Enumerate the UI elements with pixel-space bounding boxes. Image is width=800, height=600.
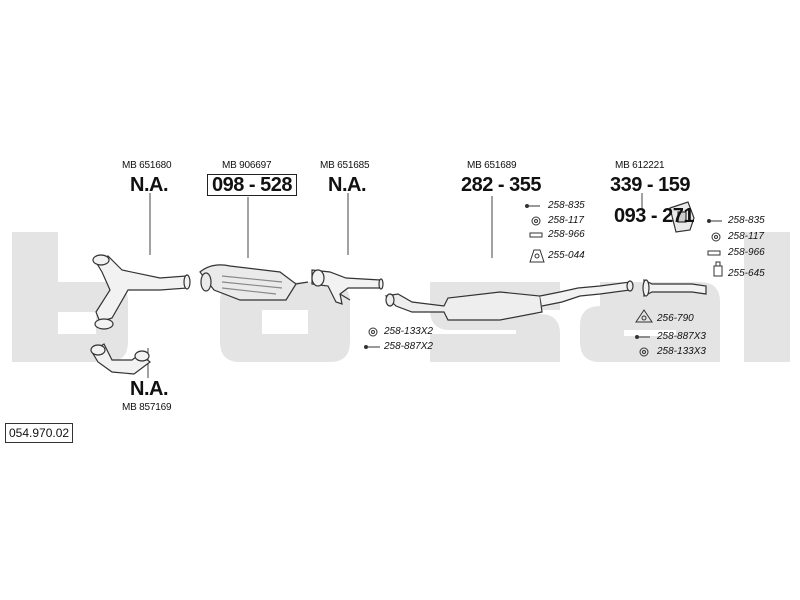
accessory-icons bbox=[364, 204, 723, 357]
downpipe-drawing bbox=[90, 343, 151, 375]
front-pipe-part-number: N.A. bbox=[130, 174, 169, 196]
accessory-label: 258-835 bbox=[548, 200, 585, 211]
downpipe-part-number: N.A. bbox=[130, 378, 169, 400]
accessory-label: 258-117 bbox=[728, 231, 764, 242]
front-pipe-drawing bbox=[92, 254, 191, 330]
rear-bracket-drawing bbox=[669, 201, 695, 233]
rear-silencer-ref: MB 612221 bbox=[615, 160, 665, 171]
nut-icon bbox=[368, 327, 378, 337]
catalyst-part-number: 098 - 528 bbox=[207, 174, 298, 196]
ring-icon bbox=[531, 216, 541, 226]
hanger-icon bbox=[713, 261, 723, 277]
accessory-label: 256-790 bbox=[657, 313, 694, 324]
rear-bracket-part-number: 093 - 271 bbox=[614, 205, 695, 227]
diagram-number: 054.970.02 bbox=[5, 423, 74, 443]
watermark-letter-l bbox=[744, 232, 790, 362]
rear-pipe-drawing bbox=[642, 279, 707, 297]
accessory-label: 258-117 bbox=[548, 215, 584, 226]
center-silencer-ref: MB 651689 bbox=[467, 160, 517, 171]
ring-icon bbox=[711, 232, 721, 242]
accessory-label: 255-645 bbox=[728, 268, 765, 279]
clamp-icon bbox=[707, 250, 721, 256]
rear-silencer-part-number: 339 - 159 bbox=[610, 174, 691, 196]
middle-pipe-drawing bbox=[311, 269, 384, 305]
accessory-label: 258-835 bbox=[728, 215, 765, 226]
accessory-label: 255-044 bbox=[548, 250, 585, 261]
watermark-letter-b bbox=[12, 232, 128, 362]
middle-pipe-ref: MB 651685 bbox=[320, 160, 370, 171]
accessory-label: 258-887X3 bbox=[657, 331, 706, 342]
front-pipe-ref: MB 651680 bbox=[122, 160, 172, 171]
catalyst-drawing bbox=[199, 264, 309, 301]
accessory-label: 258-966 bbox=[548, 229, 585, 240]
center-silencer-part-number: 282 - 355 bbox=[461, 174, 542, 196]
watermark-letter-o bbox=[220, 282, 350, 362]
accessory-label: 258-133X2 bbox=[384, 326, 433, 337]
rubber-mount-icon bbox=[529, 249, 545, 263]
catalyst-ref: MB 906697 bbox=[222, 160, 272, 171]
accessory-label: 258-133X3 bbox=[657, 346, 706, 357]
center-silencer-drawing bbox=[384, 280, 634, 321]
accessory-label: 258-887X2 bbox=[384, 341, 433, 352]
downpipe-ref: MB 857169 bbox=[122, 402, 172, 413]
gasket-icon bbox=[635, 309, 653, 323]
nut-icon bbox=[639, 347, 649, 357]
clamp-icon bbox=[529, 232, 543, 238]
accessory-label: 258-966 bbox=[728, 247, 765, 258]
middle-pipe-part-number: N.A. bbox=[328, 174, 367, 196]
